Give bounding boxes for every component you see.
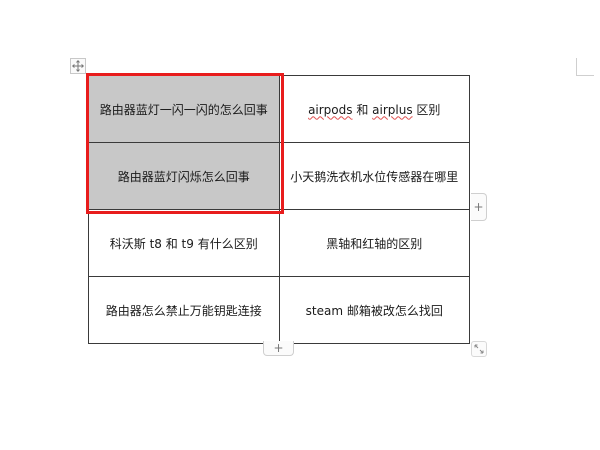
add-row-button[interactable]: + — [263, 341, 294, 356]
page-margin-corner-mark — [576, 75, 594, 76]
cell-text: 和 — [352, 102, 373, 117]
table-cell[interactable]: 科沃斯 t8 和 t9 有什么区别 — [88, 209, 280, 277]
table-cell[interactable]: airpods 和 airplus 区别 — [278, 75, 470, 143]
document-table: 路由器蓝灯一闪一闪的怎么回事 airpods 和 airplus 区别 路由器蓝… — [88, 75, 470, 344]
page-margin-corner-mark — [576, 58, 577, 76]
plus-icon: + — [273, 341, 284, 355]
table-cell[interactable]: 路由器怎么禁止万能钥匙连接 — [88, 276, 280, 344]
table-cell[interactable]: 小天鹅洗衣机水位传感器在哪里 — [278, 142, 470, 210]
cell-text: 区别 — [412, 102, 441, 117]
cell-text: 小天鹅洗衣机水位传感器在哪里 — [290, 169, 459, 184]
cell-text-spellcheck-error: airpods — [308, 102, 353, 117]
cell-text-spellcheck-error: airplus — [372, 102, 413, 117]
table-cell[interactable]: 黑轴和红轴的区别 — [278, 209, 470, 277]
table-cell[interactable]: 路由器蓝灯闪烁怎么回事 — [88, 142, 280, 210]
cell-text: 科沃斯 t8 和 t9 有什么区别 — [109, 236, 258, 251]
table-row: 路由器蓝灯闪烁怎么回事 小天鹅洗衣机水位传感器在哪里 — [88, 142, 470, 210]
table-cell[interactable]: 路由器蓝灯一闪一闪的怎么回事 — [88, 75, 280, 143]
table-move-handle[interactable] — [70, 58, 86, 74]
cell-text: 路由器怎么禁止万能钥匙连接 — [105, 303, 262, 318]
cell-text: 黑轴和红轴的区别 — [326, 236, 423, 251]
table-cell[interactable]: steam 邮箱被改怎么找回 — [278, 276, 470, 344]
cell-text: steam 邮箱被改怎么找回 — [305, 303, 443, 318]
table-row: 路由器蓝灯一闪一闪的怎么回事 airpods 和 airplus 区别 — [88, 75, 470, 143]
table-row: 路由器怎么禁止万能钥匙连接 steam 邮箱被改怎么找回 — [88, 276, 470, 344]
move-arrows-icon — [72, 60, 84, 72]
resize-diagonal-icon — [474, 344, 484, 354]
cell-text: 路由器蓝灯一闪一闪的怎么回事 — [99, 102, 268, 117]
cell-text: 路由器蓝灯闪烁怎么回事 — [117, 169, 250, 184]
add-column-button[interactable]: + — [471, 193, 487, 221]
table-resize-handle[interactable] — [471, 341, 487, 357]
table-row: 科沃斯 t8 和 t9 有什么区别 黑轴和红轴的区别 — [88, 209, 470, 277]
plus-icon: + — [473, 200, 484, 214]
